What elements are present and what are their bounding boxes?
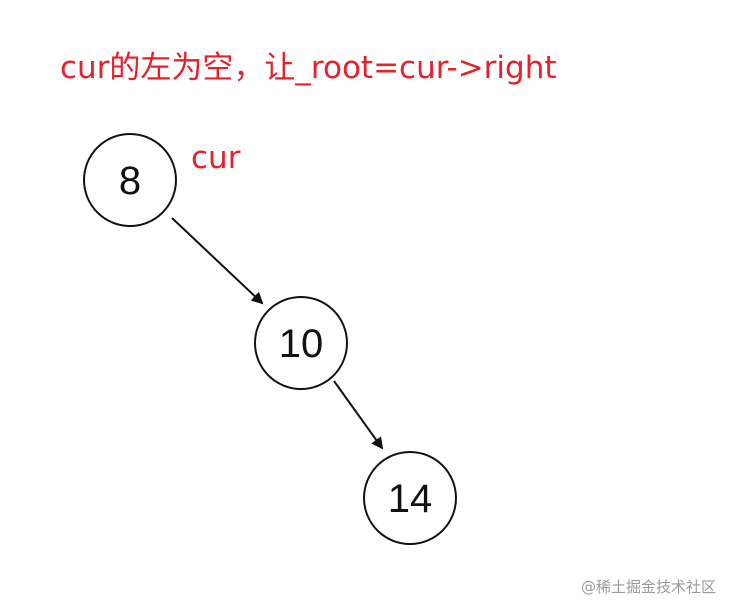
node-label: 8 — [119, 159, 141, 203]
node-label: 14 — [388, 477, 433, 521]
edge-10-to-14 — [333, 380, 384, 450]
tree-node-8: 8 — [83, 133, 177, 227]
cur-pointer-label: cur — [191, 140, 241, 176]
tree-node-14: 14 — [363, 451, 457, 545]
edge-8-to-10 — [171, 217, 264, 305]
tree-node-10: 10 — [254, 296, 348, 390]
caption-text: cur的左为空，让_root=cur->right — [60, 50, 557, 86]
watermark-text: @稀土掘金技术社区 — [580, 578, 716, 596]
node-label: 10 — [279, 322, 324, 366]
